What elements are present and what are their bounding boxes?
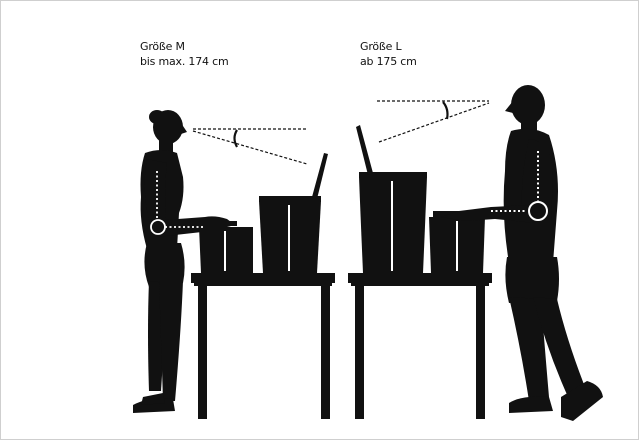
size-m-laptop bbox=[259, 153, 328, 202]
size-l-view-angle-arc bbox=[443, 102, 448, 119]
size-m-keyboard bbox=[201, 221, 237, 226]
size-m-view-angle-arc bbox=[235, 130, 238, 147]
size-m-laptop-riser bbox=[259, 201, 321, 273]
size-l-desk bbox=[348, 273, 492, 419]
size-m-scene bbox=[133, 110, 335, 419]
size-l-keyboard-riser bbox=[429, 217, 485, 273]
size-l-laptop-riser bbox=[359, 177, 427, 273]
size-m-desk bbox=[191, 273, 335, 419]
size-l-laptop bbox=[356, 125, 427, 178]
size-l-sight-lines bbox=[377, 101, 489, 142]
size-m-sight-lines bbox=[193, 129, 307, 164]
size-l-scene bbox=[348, 85, 603, 421]
size-m-keyboard-riser bbox=[199, 227, 253, 273]
